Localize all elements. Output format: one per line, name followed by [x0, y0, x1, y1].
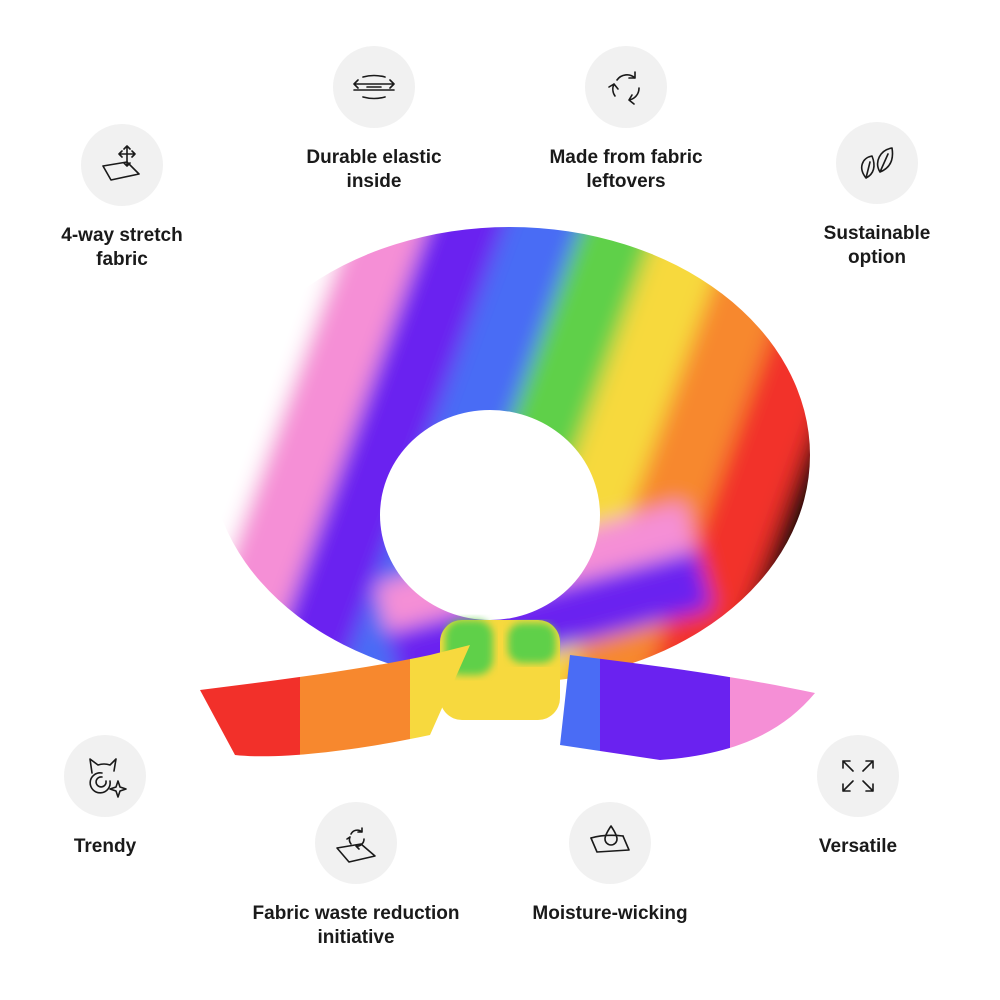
expand-arrows-icon — [817, 735, 899, 817]
recycle-fabric-icon — [315, 802, 397, 884]
feature-label-line: Versatile — [818, 836, 898, 857]
feature-versatile: Versatile — [728, 735, 988, 859]
feature-leftovers: Made from fabric leftovers — [496, 46, 756, 194]
elastic-arrows-icon — [333, 46, 415, 128]
scrunchie-stripe — [190, 215, 516, 775]
feature-label-line: Durable elastic — [306, 147, 442, 168]
recycle-icon — [585, 46, 667, 128]
cat-sparkle-icon — [64, 735, 146, 817]
stretch-fabric-icon — [81, 124, 163, 206]
feature-label-line: leftovers — [586, 171, 666, 192]
feature-stretch: 4-way stretch fabric — [0, 124, 252, 272]
feature-label-line: initiative — [317, 927, 395, 948]
feature-trendy: Trendy — [0, 735, 235, 859]
feature-moisture: Moisture-wicking — [480, 802, 740, 926]
scrunchie-stripe — [190, 215, 449, 775]
feature-label-line: Moisture-wicking — [532, 903, 688, 924]
feature-label-line: Made from fabric — [549, 147, 703, 168]
feature-sustainable: Sustainable option — [747, 122, 1000, 270]
scrunchie-stripe — [612, 215, 820, 775]
scrunchie-image — [190, 215, 820, 775]
feature-label-line: Trendy — [73, 836, 137, 857]
feature-label-line: option — [847, 247, 907, 268]
feature-waste: Fabric waste reduction initiative — [226, 802, 486, 950]
feature-label-line: Fabric waste reduction — [252, 903, 460, 924]
feature-label-line: fabric — [96, 249, 148, 270]
feature-label-line: 4-way stretch — [61, 225, 183, 246]
feature-label-line: inside — [346, 171, 402, 192]
feature-elastic: Durable elastic inside — [244, 46, 504, 194]
scrunchie-stripe — [273, 215, 652, 775]
leaves-icon — [836, 122, 918, 204]
feature-label-line: Sustainable — [823, 223, 931, 244]
scrunchie-stripe — [544, 215, 820, 775]
water-drop-fabric-icon — [569, 802, 651, 884]
scrunchie-stripe — [206, 215, 584, 775]
